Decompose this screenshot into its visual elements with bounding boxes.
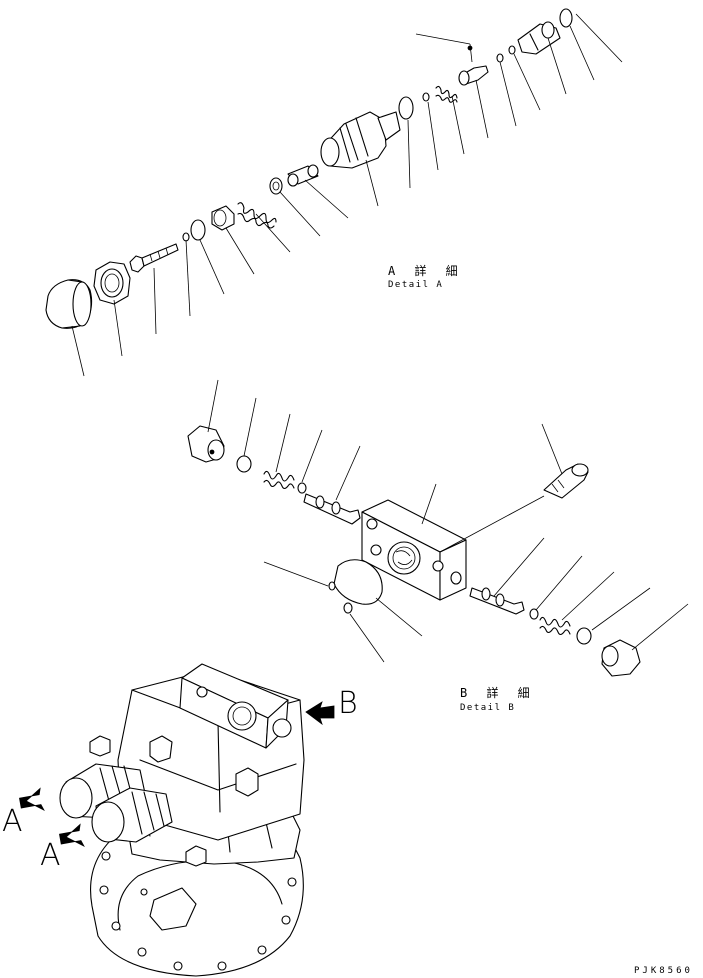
a-ring [269, 177, 283, 195]
motor-relief-valve-lower [91, 787, 173, 843]
b-spool-1 [303, 493, 361, 525]
detail-a-assembly [45, 8, 623, 377]
a-main-body [320, 111, 401, 169]
detail-b-title-jp: B 詳 細 [460, 686, 536, 700]
b-spring-1 [263, 470, 295, 490]
view-arrow-a-lower [59, 823, 85, 848]
detail-b-assembly [187, 379, 689, 677]
detail-a-title-jp: A 詳 細 [388, 264, 464, 278]
b-gasket [333, 559, 383, 605]
a-leader-lines [71, 13, 623, 377]
a-o-ring-1 [190, 219, 206, 241]
view-arrow-a-upper [19, 787, 45, 812]
detail-b-title-en: Detail B [460, 703, 516, 713]
b-o-ring-2 [576, 627, 592, 645]
a-lock-nut [93, 261, 131, 305]
a-end-o-ring [559, 8, 573, 28]
b-small-ring-1 [297, 482, 307, 494]
a-small-o-ring-2 [422, 92, 430, 102]
b-right-plug [601, 639, 641, 677]
b-leader-lines [207, 379, 689, 663]
a-small-o-ring-3 [496, 53, 504, 63]
b-o-ring-1 [236, 455, 252, 473]
view-label-a-upper: A [2, 804, 23, 839]
b-spring-2 [539, 616, 571, 636]
a-spring [237, 202, 277, 229]
drawing-code: PJK8560 [634, 966, 693, 976]
motor-valve-block [179, 663, 292, 749]
a-spring-seat [211, 205, 235, 231]
b-spool-2 [469, 587, 525, 615]
view-label-b: B [338, 686, 358, 721]
a-o-ring-2 [398, 96, 414, 120]
a-small-spring [435, 85, 458, 103]
b-small-o-ring-1 [328, 581, 336, 591]
a-small-o-ring [182, 232, 190, 242]
b-bolt [543, 463, 589, 499]
a-poppet [458, 45, 489, 86]
b-small-o-ring-2 [343, 602, 353, 614]
b-small-ring-2 [529, 608, 539, 620]
detail-a-title-en: Detail A [388, 280, 444, 290]
motor-bolts [89, 735, 259, 867]
swing-motor-assembly [19, 663, 335, 977]
view-label-a-lower: A [40, 838, 61, 873]
a-adjusting-screw [129, 243, 179, 273]
a-piston-sleeve [287, 164, 319, 187]
b-left-plug [187, 425, 225, 463]
a-small-o-ring-4 [508, 45, 516, 55]
a-end-cap [45, 279, 93, 329]
view-arrow-b [305, 701, 335, 726]
a-plug [517, 21, 561, 55]
b-valve-block [361, 499, 467, 601]
